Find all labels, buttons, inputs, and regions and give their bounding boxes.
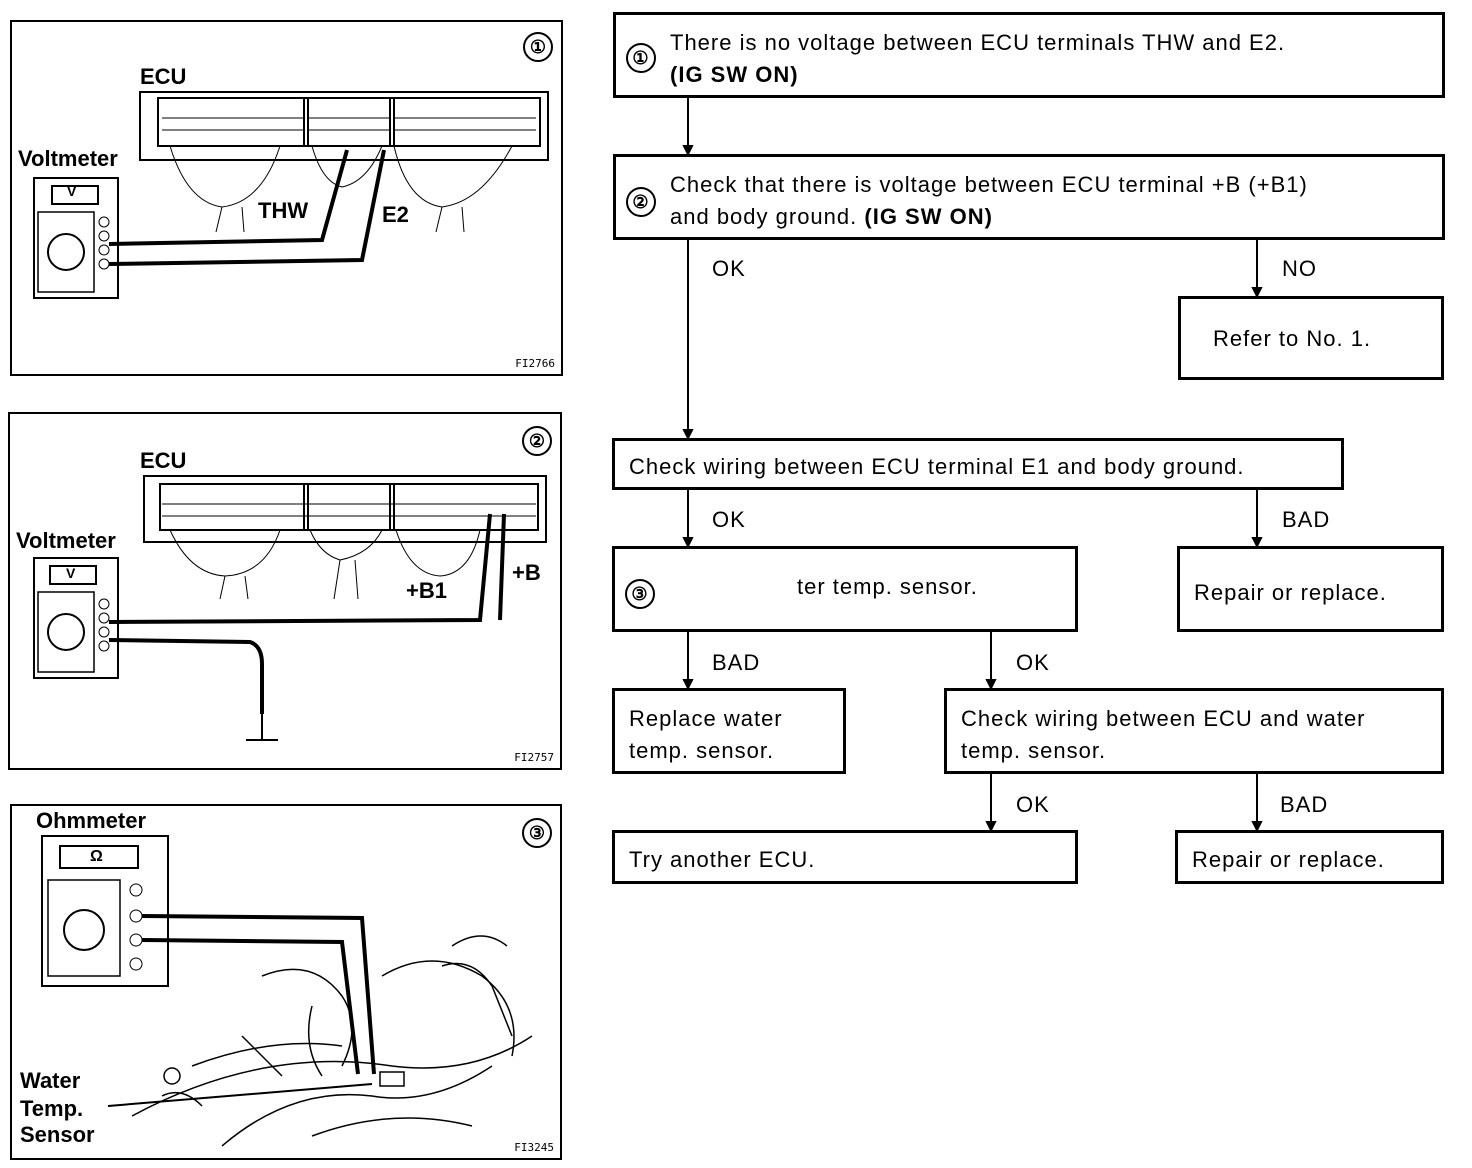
branch-ok-4: OK xyxy=(1016,792,1050,817)
sensor-label-line3: Sensor xyxy=(20,1122,95,1147)
step1-text-line1: There is no voltage between ECU terminal… xyxy=(670,30,1286,55)
step3-box: ③ ter temp. sensor. xyxy=(612,546,1078,632)
b1-probe-label: +B1 xyxy=(406,578,447,603)
ecu-connector-drawing xyxy=(33,475,547,741)
step3-number: ③ xyxy=(625,577,655,609)
branch-bad-2: BAD xyxy=(712,650,761,675)
wiring-sensor-text-line2: temp. sensor. xyxy=(961,738,1107,763)
refer-text: Refer to No. 1. xyxy=(1213,326,1372,351)
replace-text-line2: temp. sensor. xyxy=(629,738,775,763)
illustration-panel-3: ③ Ohmmeter Water Temp. Sensor FI3245 xyxy=(10,804,562,1160)
panel-number-2: ② xyxy=(522,426,552,456)
try-ecu-text: Try another ECU. xyxy=(629,847,816,872)
branch-bad-3: BAD xyxy=(1280,792,1329,817)
branch-no: NO xyxy=(1282,256,1317,281)
illustration-panel-1: ① ECU Voltmeter THW E2 FI2766 V xyxy=(10,20,563,376)
wiring-e1-text: Check wiring between ECU terminal E1 and… xyxy=(629,454,1245,479)
step2-box: ② Check that there is voltage between EC… xyxy=(613,154,1445,240)
ecu-label: ECU xyxy=(140,448,187,473)
repair-box-1: Repair or replace. xyxy=(1177,546,1444,632)
wiring-sensor-text-line1: Check wiring between ECU and water xyxy=(961,706,1366,731)
branch-ok-3: OK xyxy=(1016,650,1050,675)
branch-ok-1: OK xyxy=(712,256,746,281)
voltmeter-face-v: V xyxy=(67,183,77,199)
branch-bad-1: BAD xyxy=(1282,507,1331,532)
step2-number: ② xyxy=(626,185,656,217)
repair-text-1: Repair or replace. xyxy=(1194,580,1387,605)
voltmeter-label: Voltmeter xyxy=(16,528,116,553)
voltmeter-face-v: V xyxy=(66,565,76,581)
panel-number-3: ③ xyxy=(522,818,552,848)
step1-text-line2: (IG SW ON) xyxy=(670,62,799,87)
repair-box-2: Repair or replace. xyxy=(1175,830,1444,884)
ecu-label: ECU xyxy=(140,64,187,89)
step2-text-line1: Check that there is voltage between ECU … xyxy=(670,172,1308,197)
step2-text-line2b: (IG SW ON) xyxy=(864,204,993,229)
ohmmeter-face-omega: Ω xyxy=(90,848,103,865)
wiring-e1-box: Check wiring between ECU terminal E1 and… xyxy=(612,438,1344,490)
voltmeter-label: Voltmeter xyxy=(18,146,118,171)
thw-probe-label: THW xyxy=(258,198,309,223)
sensor-label-line1: Water xyxy=(20,1068,81,1093)
figure-code: FI2766 xyxy=(515,357,555,370)
panel-number-1: ① xyxy=(523,32,553,62)
ecu-connector-drawing xyxy=(33,91,549,299)
wiring-sensor-box: Check wiring between ECU and water temp.… xyxy=(944,688,1444,774)
e2-probe-label: E2 xyxy=(382,202,409,227)
step2-text-line2: and body ground. (IG SW ON) xyxy=(670,201,993,233)
engine-sensor-drawing xyxy=(41,835,533,1147)
b-probe-label: +B xyxy=(512,560,541,585)
sensor-label-line2: Temp. xyxy=(20,1096,84,1121)
try-ecu-box: Try another ECU. xyxy=(612,830,1078,884)
figure-code: FI3245 xyxy=(514,1141,554,1154)
replace-sensor-box: Replace water temp. sensor. xyxy=(612,688,846,774)
refer-box: Refer to No. 1. xyxy=(1178,296,1444,380)
replace-text-line1: Replace water xyxy=(629,706,783,731)
branch-ok-2: OK xyxy=(712,507,746,532)
illustration-panel-2: ② ECU Voltmeter +B1 +B FI2757 xyxy=(8,412,562,770)
step2-text-line2a: and body ground. xyxy=(670,204,865,229)
figure-code: FI2757 xyxy=(514,751,554,764)
repair-text-2: Repair or replace. xyxy=(1192,847,1385,872)
ohmmeter-label: Ohmmeter xyxy=(36,808,147,833)
step1-box: ① There is no voltage between ECU termin… xyxy=(613,12,1445,98)
step3-text: ter temp. sensor. xyxy=(797,574,978,599)
step1-number: ① xyxy=(626,41,656,73)
